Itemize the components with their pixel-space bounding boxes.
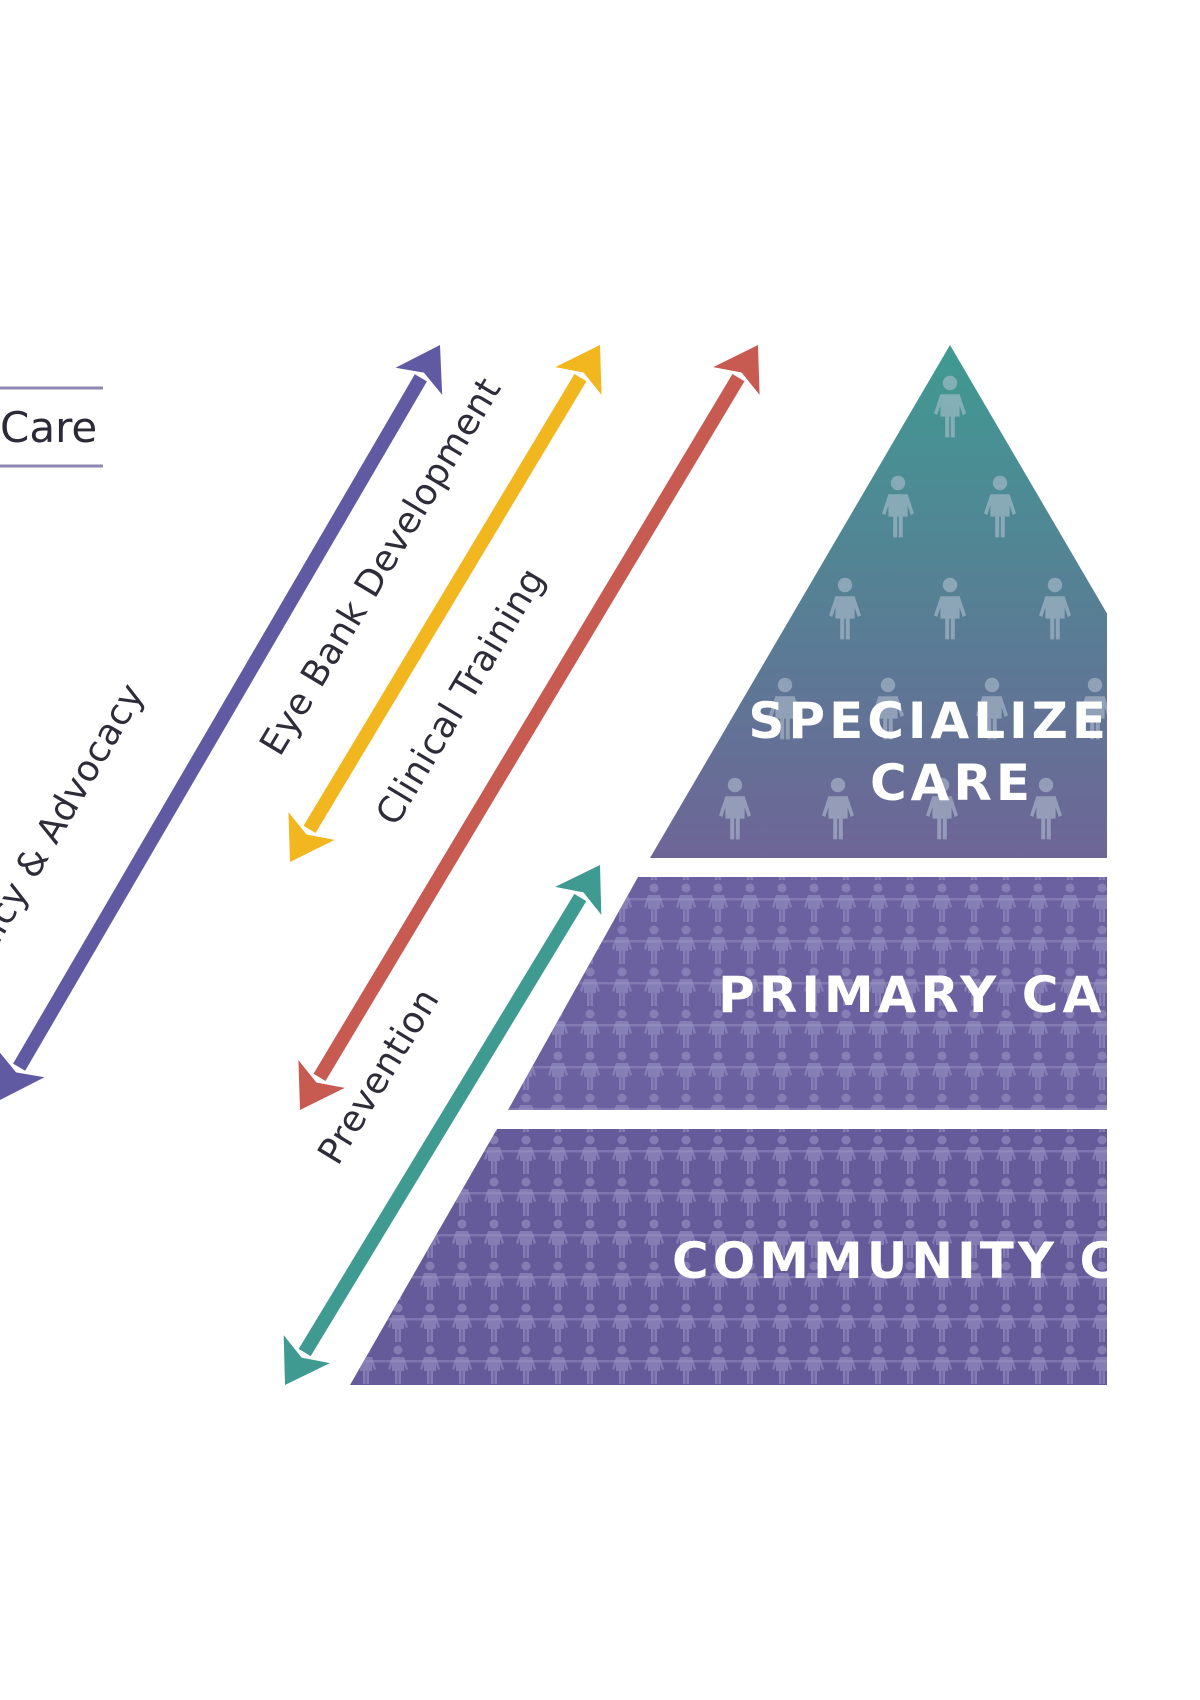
arrow-head: [298, 1060, 345, 1110]
legend: Care: [0, 386, 103, 468]
tier-community: COMMUNITY CARE: [350, 1129, 1200, 1385]
arrow-head: [395, 345, 443, 395]
arrow-shaft: [298, 893, 587, 1357]
pyramid: SPECIALIZED CARE PRIMARY CARE COMMUNITY …: [350, 345, 1200, 1385]
arrow-head: [288, 812, 335, 862]
person-icon: [1134, 778, 1166, 840]
arrow-head: [713, 345, 760, 395]
tier-primary-label: PRIMARY CARE: [718, 966, 1186, 1024]
arrow-head: [555, 345, 602, 395]
tier-specialized: SPECIALIZED CARE: [650, 345, 1166, 858]
arrow-head: [283, 1335, 330, 1385]
tier-primary: PRIMARY CARE: [508, 877, 1186, 1110]
tier-primary-crowd: [508, 877, 1107, 1110]
arrow-shaft: [303, 373, 587, 834]
arrow-label-policy: Policy & Advocacy: [0, 677, 153, 988]
arrow-head: [0, 1052, 45, 1100]
legend-label: Care: [0, 403, 97, 452]
arrow-head: [555, 865, 602, 915]
tier-community-label: COMMUNITY CARE: [672, 1232, 1200, 1290]
tier-specialized-shape: [650, 345, 1107, 858]
tier-specialized-line2: CARE: [870, 754, 1034, 812]
tier-community-crowd: [350, 1129, 1107, 1385]
arrow-shaft: [313, 374, 745, 1081]
arrow-shaft: [13, 374, 427, 1071]
tier-specialized-line1: SPECIALIZED: [748, 692, 1155, 750]
